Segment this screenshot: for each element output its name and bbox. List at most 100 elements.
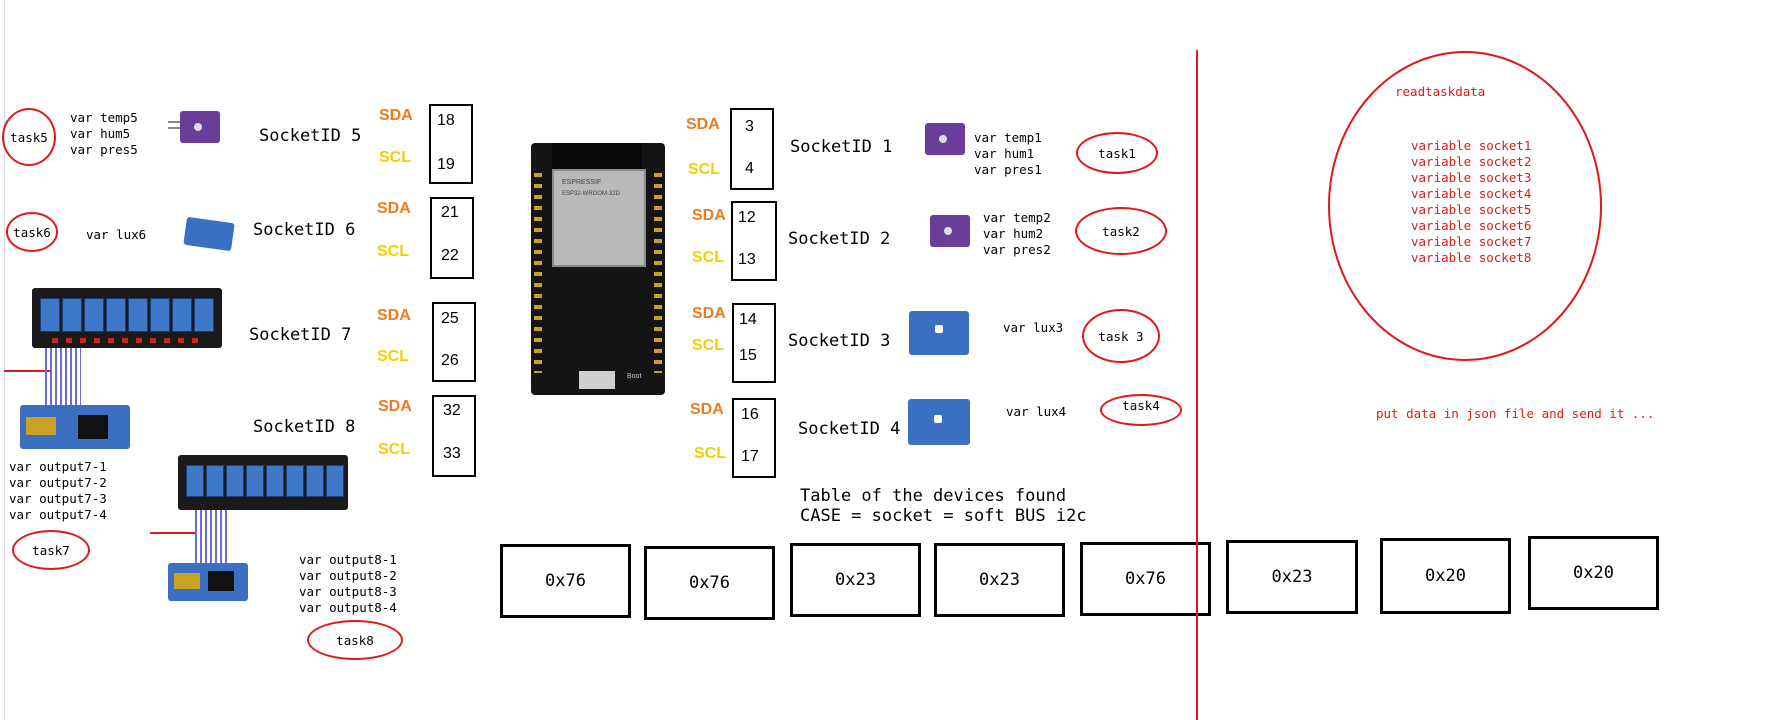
task7-label: task7 bbox=[32, 542, 70, 558]
readtaskdata-ellipse bbox=[1328, 51, 1602, 361]
socket4-scl-pin: 17 bbox=[741, 448, 759, 465]
bme280-sensor1-icon bbox=[925, 123, 965, 155]
table-caption-line2: CASE = socket = soft BUS i2c bbox=[800, 506, 1087, 526]
task7-ellipse: task7 bbox=[12, 530, 90, 570]
var-output8-1: var output8-1 bbox=[299, 552, 397, 567]
variable-socket3: variable socket3 bbox=[1411, 170, 1532, 185]
task6-ellipse: task6 bbox=[6, 212, 58, 252]
socket3-label: SocketID 3 bbox=[788, 331, 891, 351]
task1-ellipse: task1 bbox=[1076, 132, 1158, 174]
var-lux3: var lux3 bbox=[1003, 320, 1064, 335]
addr-6-value: 0x23 bbox=[1271, 567, 1313, 587]
socket7-sda-label: SDA bbox=[377, 307, 411, 324]
var-temp1: var temp1 bbox=[974, 130, 1042, 145]
socket5-scl-label: SCL bbox=[379, 149, 411, 166]
socket3-pin-box: 14 15 bbox=[732, 303, 776, 383]
var-output7-4: var output7-4 bbox=[9, 507, 107, 522]
variable-socket2: variable socket2 bbox=[1411, 154, 1532, 169]
var-pres1: var pres1 bbox=[974, 162, 1042, 177]
relay-board-8-image bbox=[178, 455, 348, 510]
left-margin-line bbox=[4, 0, 5, 720]
socket1-label: SocketID 1 bbox=[790, 137, 893, 157]
task5-label: task5 bbox=[10, 129, 48, 145]
task4-label: task4 bbox=[1122, 398, 1160, 413]
wroom-module-shield: ESPRESSIF ESP32-WROOM-32D bbox=[552, 169, 646, 267]
task3-label: task 3 bbox=[1098, 328, 1144, 344]
variable-socket8: variable socket8 bbox=[1411, 250, 1532, 265]
variable-socket7: variable socket7 bbox=[1411, 234, 1532, 249]
addr-8-value: 0x20 bbox=[1573, 563, 1614, 583]
socket6-sda-pin: 21 bbox=[441, 204, 459, 221]
task8-label: task8 bbox=[336, 632, 374, 648]
usb-port bbox=[579, 371, 615, 389]
socket2-vars: var temp2 var hum2 var pres2 bbox=[983, 210, 1051, 258]
socket5-label: SocketID 5 bbox=[259, 126, 362, 146]
socket4-label: SocketID 4 bbox=[798, 419, 901, 439]
socket1-scl-pin: 4 bbox=[745, 160, 754, 177]
socket8-scl-label: SCL bbox=[378, 441, 410, 458]
socket8-scl-pin: 33 bbox=[443, 445, 461, 462]
socket7-vars: var output7-1 var output7-2 var output7-… bbox=[9, 459, 107, 523]
addr-box-5: 0x76 bbox=[1080, 542, 1211, 616]
socket8-label: SocketID 8 bbox=[253, 417, 356, 437]
readtaskdata-title: readtaskdata bbox=[1395, 84, 1486, 99]
var-output7-1: var output7-1 bbox=[9, 459, 107, 474]
socket5-sda-label: SDA bbox=[379, 107, 413, 124]
addr-box-3: 0x23 bbox=[790, 543, 921, 617]
socket8-sda-label: SDA bbox=[378, 398, 412, 415]
bme280-sensor-icon bbox=[168, 111, 220, 143]
antenna-area bbox=[552, 143, 642, 169]
addr-3-value: 0x23 bbox=[835, 570, 876, 590]
socket1-scl-label: SCL bbox=[688, 161, 720, 178]
task2-ellipse: task2 bbox=[1075, 207, 1167, 255]
relay7-ribbon bbox=[45, 348, 81, 408]
socket8-sda-pin: 32 bbox=[443, 402, 461, 419]
right-pin-header bbox=[654, 173, 662, 373]
addr-box-2: 0x76 bbox=[644, 546, 775, 620]
task6-label: task6 bbox=[13, 224, 51, 240]
var-output7-2: var output7-2 bbox=[9, 475, 107, 490]
task4-ellipse: task4 bbox=[1100, 394, 1182, 426]
var-temp2: var temp2 bbox=[983, 210, 1051, 225]
relay8-wire bbox=[150, 532, 196, 534]
task8-ellipse: task8 bbox=[307, 620, 403, 660]
var-output7-3: var output7-3 bbox=[9, 491, 107, 506]
socket2-sda-pin: 12 bbox=[738, 209, 756, 226]
addr-box-8: 0x20 bbox=[1528, 536, 1659, 610]
socket1-sda-label: SDA bbox=[686, 116, 720, 133]
pcf8574-8-icon bbox=[168, 563, 248, 601]
socket5-sda-pin: 18 bbox=[437, 112, 455, 129]
lux-sensor-icon bbox=[183, 216, 235, 252]
socket3-scl-pin: 15 bbox=[739, 347, 757, 364]
socket4-sda-pin: 16 bbox=[741, 406, 759, 423]
socket8-pin-box: 32 33 bbox=[432, 395, 476, 477]
module-model: ESP32-WROOM-32D bbox=[562, 191, 621, 197]
socket1-sda-pin: 3 bbox=[745, 118, 754, 135]
boot-label: Boot bbox=[627, 373, 642, 380]
socket3-sda-label: SDA bbox=[692, 305, 726, 322]
socket6-scl-pin: 22 bbox=[441, 247, 459, 264]
var-temp5: var temp5 bbox=[70, 110, 138, 125]
var-pres5: var pres5 bbox=[70, 142, 138, 157]
var-lux6: var lux6 bbox=[86, 227, 147, 242]
socket2-scl-pin: 13 bbox=[738, 251, 756, 268]
addr-4-value: 0x23 bbox=[979, 570, 1020, 590]
var-output8-2: var output8-2 bbox=[299, 568, 397, 583]
lux-sensor4-icon bbox=[908, 399, 970, 445]
addr-box-1: 0x76 bbox=[500, 544, 631, 618]
var-output8-3: var output8-3 bbox=[299, 584, 397, 599]
var-lux4: var lux4 bbox=[1006, 404, 1067, 419]
table-caption-line1: Table of the devices found bbox=[800, 486, 1067, 506]
task3-ellipse: task 3 bbox=[1082, 309, 1160, 363]
variable-socket6: variable socket6 bbox=[1411, 218, 1532, 233]
bme280-sensor2-icon bbox=[930, 215, 970, 247]
left-pin-header bbox=[534, 173, 542, 373]
var-hum1: var hum1 bbox=[974, 146, 1035, 161]
var-output8-4: var output8-4 bbox=[299, 600, 397, 615]
socket6-pin-box: 21 22 bbox=[430, 197, 474, 279]
espressif-brand: ESPRESSIF bbox=[562, 179, 602, 186]
addr-box-7: 0x20 bbox=[1380, 538, 1511, 614]
socket4-pin-box: 16 17 bbox=[732, 398, 776, 478]
relay7-wire bbox=[4, 370, 52, 372]
task1-label: task1 bbox=[1098, 145, 1136, 161]
